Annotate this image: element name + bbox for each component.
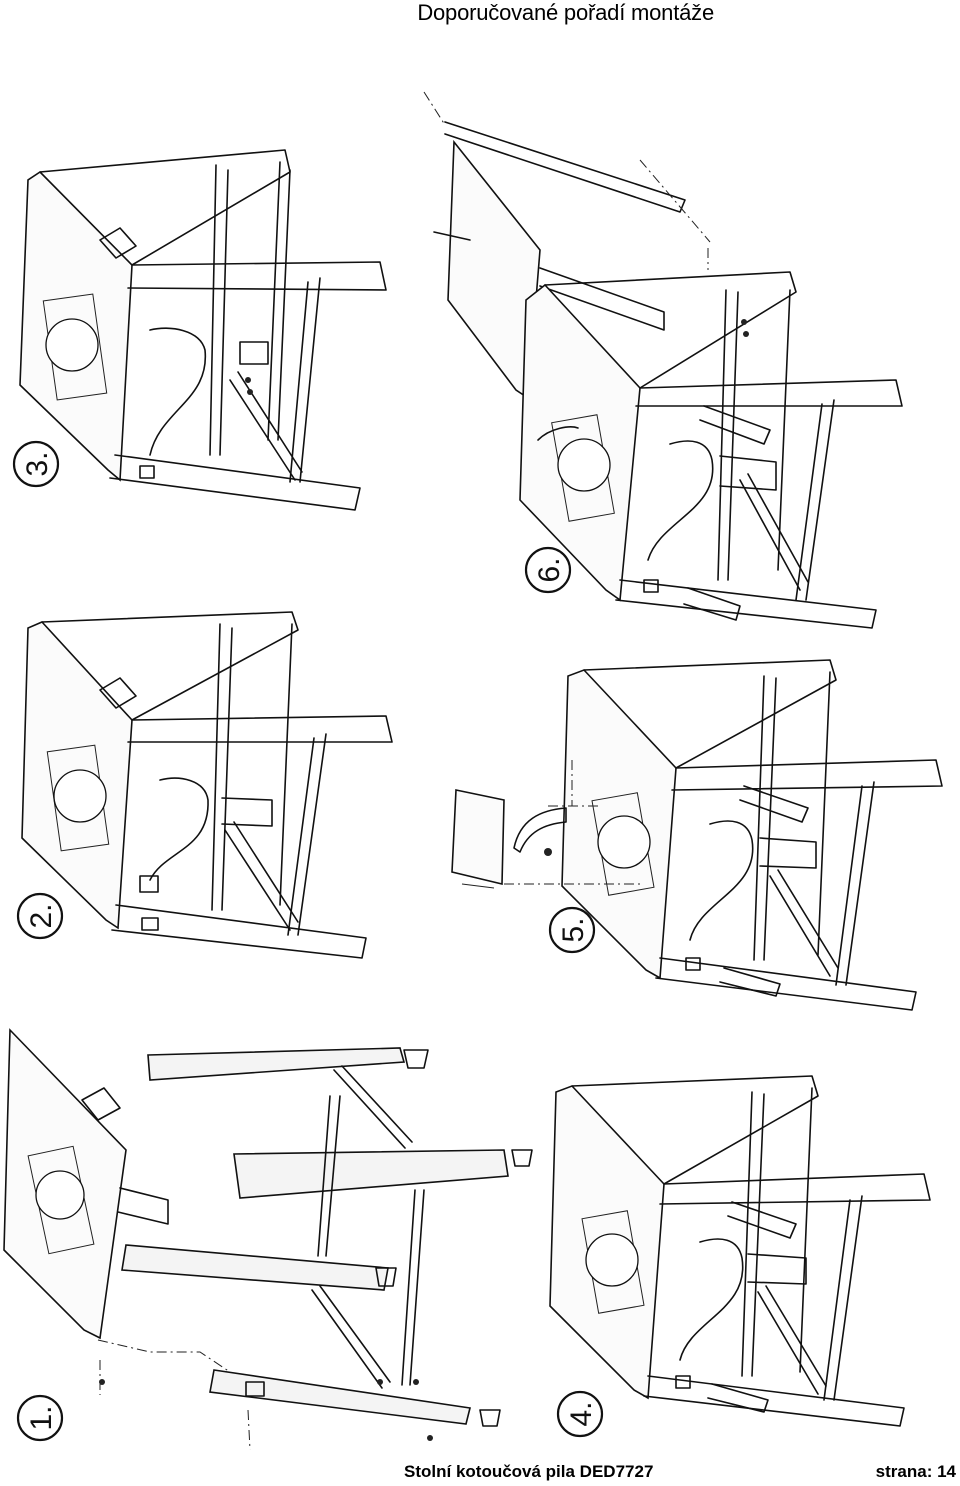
step-badge-3: 3. xyxy=(12,440,60,488)
assembly-figure-step-2 xyxy=(21,611,393,959)
assembly-figure-step-1 xyxy=(3,1028,533,1451)
step-badge-5: 5. xyxy=(548,906,596,954)
step-label: 2. xyxy=(25,903,58,928)
step-label: 1. xyxy=(25,1405,58,1430)
footer-page-number: strana: 14 xyxy=(875,1462,956,1481)
step-label: 6. xyxy=(533,557,566,582)
step-badge-6: 6. xyxy=(524,546,572,594)
step-badge-1: 1. xyxy=(16,1394,64,1442)
step-label: 4. xyxy=(565,1401,598,1426)
step-badge-4: 4. xyxy=(556,1390,604,1438)
step-label: 3. xyxy=(21,451,54,476)
step-label: 5. xyxy=(557,917,590,942)
assembly-figure-step-3 xyxy=(19,149,387,511)
footer-product-name: Stolní kotoučová pila DED7727 xyxy=(404,1462,654,1481)
assembly-figure-step-6 xyxy=(423,91,903,629)
assembly-figure-step-4 xyxy=(549,1075,931,1427)
step-badge-2: 2. xyxy=(16,892,64,940)
page-title: Doporučované pořadí montáže xyxy=(417,0,714,25)
assembly-figure-step-5 xyxy=(451,659,943,1011)
